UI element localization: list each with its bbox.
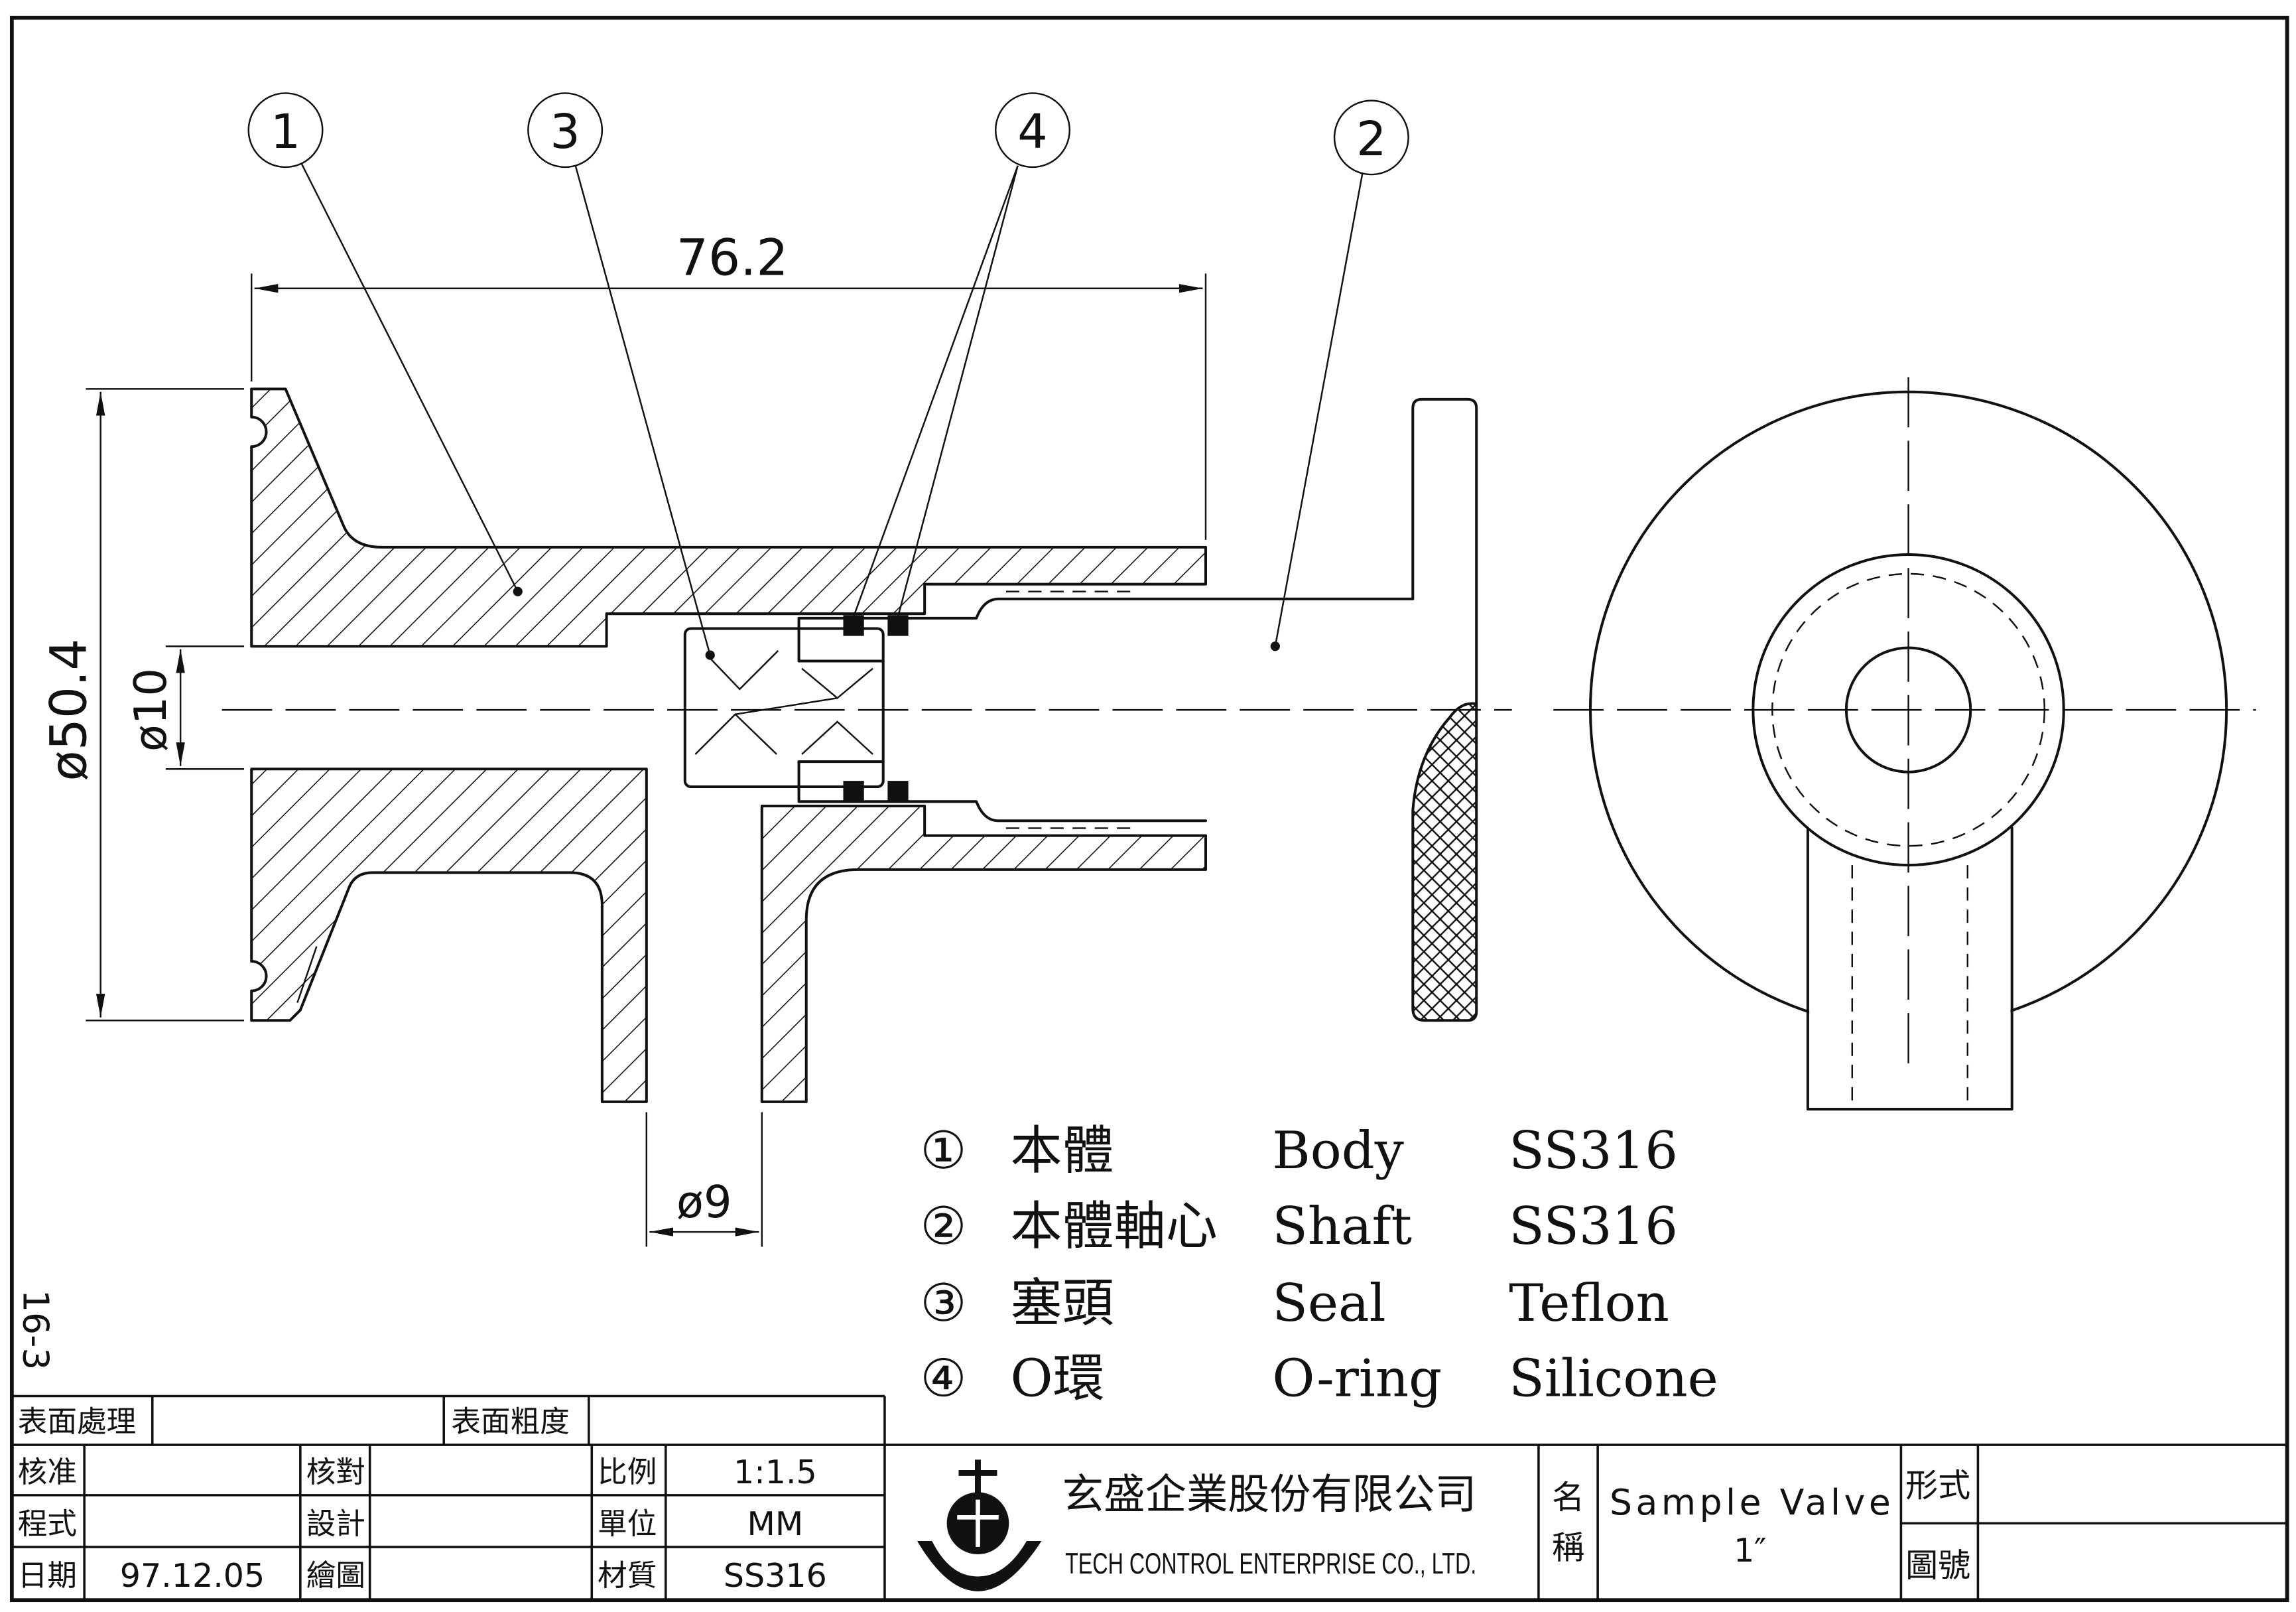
end-view-stem-mask [1809, 828, 2011, 1110]
company-name-en: TECH CONTROL ENTERPRISE CO., LTD. [1065, 1548, 1476, 1580]
seal-section-marks [694, 650, 873, 755]
part-material: Silicone [1509, 1349, 1718, 1409]
body-section-lower-left [250, 768, 648, 1103]
leader-line-3 [574, 165, 711, 655]
balloon-4-label: 4 [1017, 104, 1047, 159]
seal-plug [683, 627, 885, 789]
o-rings [843, 615, 909, 802]
part-name-zh: 本體軸心 [1011, 1197, 1218, 1256]
end-view [1553, 377, 2256, 1111]
part-material: Teflon [1509, 1274, 1669, 1333]
material-label: 材質 [598, 1558, 657, 1593]
material-value: SS316 [724, 1556, 827, 1595]
leader-line-4a [852, 165, 1019, 618]
approved-label: 核准 [18, 1455, 77, 1489]
part-number: ① [920, 1121, 966, 1181]
shaft-knurled-knob [1411, 702, 1478, 1022]
date-label: 日期 [18, 1558, 77, 1593]
o-ring [843, 781, 864, 802]
balloon-3-label: 3 [550, 104, 580, 159]
company-logo-icon [917, 1459, 1042, 1591]
name-label-top: 名 [1552, 1478, 1584, 1516]
sheet-border [9, 15, 2289, 1603]
part-name-zh: 塞頭 [1011, 1274, 1114, 1333]
dimension-length-label: 76.2 [676, 229, 789, 287]
part-balloons: 1 3 4 2 [247, 92, 1409, 660]
leader-line-2 [1274, 172, 1364, 647]
title-block-grid [11, 1394, 2287, 1601]
leader-line-4b [897, 165, 1019, 617]
title-block: 表面處理 表面粗度 核准 核對 比例 1:1.5 程式 設計 單位 MM 日期 … [11, 1394, 2287, 1601]
flange-chamfer-line [296, 946, 318, 1003]
part-name-en: O-ring [1272, 1349, 1442, 1409]
dimension-bore-label: ø10 [125, 668, 176, 752]
leader-dot [705, 650, 715, 660]
section-view [222, 387, 1512, 1103]
surface-roughness-label: 表面粗度 [451, 1404, 569, 1439]
parts-list: ① 本體 Body SS316 ② 本體軸心 Shaft SS316 ③ 塞頭 … [920, 1121, 1718, 1408]
part-name-en: Body [1272, 1121, 1403, 1181]
part-number: ④ [920, 1349, 966, 1409]
surface-treatment-label: 表面處理 [18, 1404, 136, 1439]
part-number: ③ [920, 1274, 966, 1333]
body-section-lower-right [760, 804, 1208, 1103]
product-size: 1″ [1734, 1531, 1767, 1570]
company-name-zh: 玄盛企業股份有限公司 [1062, 1470, 1477, 1518]
balloon-1-label: 1 [271, 104, 300, 159]
part-number: ② [920, 1197, 966, 1256]
drawn-label: 繪圖 [306, 1558, 365, 1593]
leader-line-1 [300, 163, 519, 592]
part-material: SS316 [1509, 1121, 1678, 1181]
part-name-en: Seal [1272, 1274, 1385, 1333]
o-ring [887, 615, 909, 636]
product-name: Sample Valve [1610, 1481, 1891, 1523]
scale-label: 比例 [598, 1455, 657, 1489]
drawing-number-label: 圖號 [1905, 1546, 1970, 1585]
balloon-4 [995, 92, 1071, 168]
checked-label: 核對 [306, 1455, 365, 1489]
balloon-2-label: 2 [1356, 111, 1386, 167]
balloon-3 [527, 92, 604, 168]
date-value: 97.12.05 [120, 1556, 265, 1595]
part-name-zh: 本體 [1011, 1121, 1114, 1181]
part-name-zh: O環 [1011, 1349, 1105, 1409]
body-section-upper [250, 387, 1208, 648]
leader-dot [1270, 641, 1280, 651]
dimension-flange-label: ø50.4 [39, 639, 97, 781]
balloon-2 [1333, 100, 1409, 176]
unit-label: 單位 [598, 1507, 657, 1541]
o-ring [843, 615, 864, 636]
shaft-outline-upper [797, 397, 1478, 706]
shaft-outline-lower [797, 760, 1208, 823]
part-name-en: Shaft [1272, 1197, 1412, 1256]
leader-dot [513, 586, 523, 596]
o-ring [887, 781, 909, 802]
designed-label: 設計 [306, 1507, 365, 1541]
form-label: 形式 [1905, 1466, 1970, 1505]
dimension-outlet-label: ø9 [676, 1176, 732, 1228]
dimensions: 76.2 ø50.4 ø10 ø9 [39, 229, 1207, 1247]
part-material: SS316 [1509, 1197, 1678, 1256]
program-label: 程式 [18, 1507, 77, 1541]
unit-value: MM [747, 1505, 804, 1543]
end-view-stem [1806, 827, 2013, 1111]
name-label-bottom: 稱 [1552, 1528, 1584, 1567]
scale-value: 1:1.5 [733, 1453, 817, 1491]
balloon-1 [247, 92, 324, 168]
margin-note: 16-3 [15, 1290, 57, 1370]
